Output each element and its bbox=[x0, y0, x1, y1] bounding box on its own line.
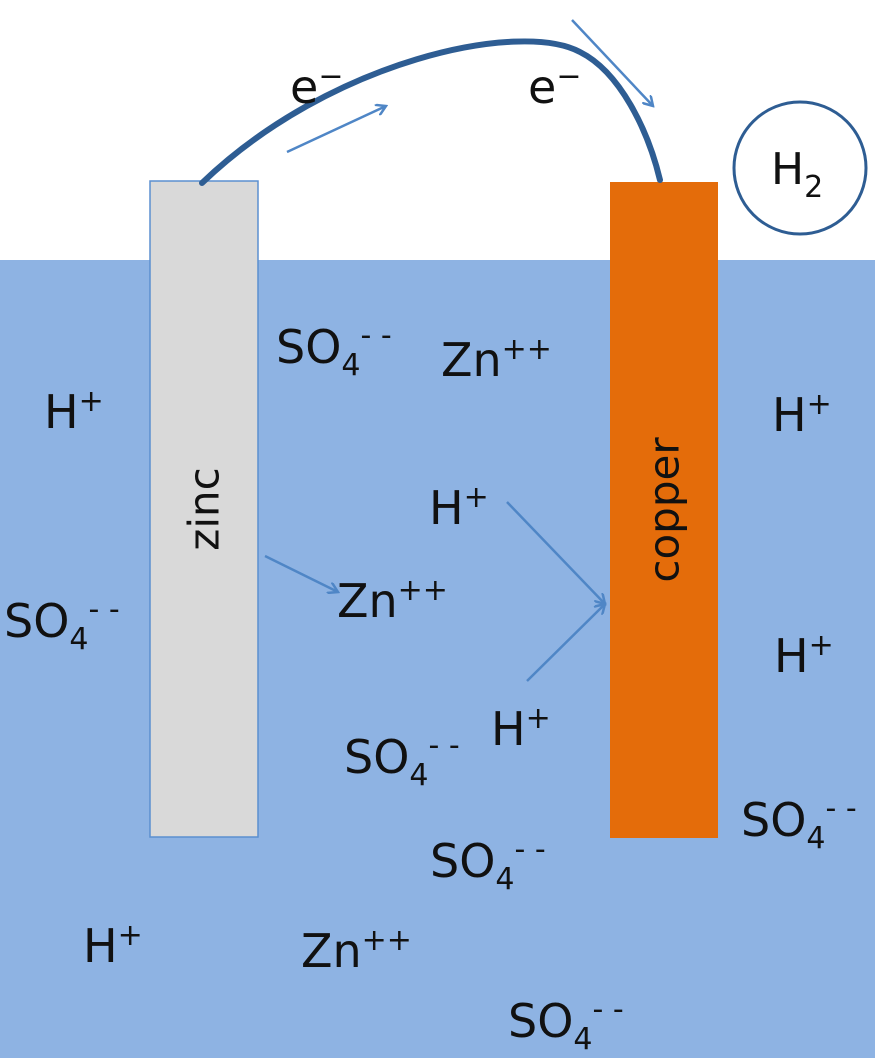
sulfate-ion: SO4- - bbox=[430, 832, 546, 897]
sulfate-ion: SO4- - bbox=[344, 728, 460, 793]
electron-flow-arrow-left bbox=[286, 106, 386, 154]
copper-electrode bbox=[610, 182, 718, 838]
electron-label: e− bbox=[290, 59, 343, 114]
zinc-label: zinc bbox=[180, 467, 229, 550]
electron-flow-arrow-right bbox=[571, 19, 653, 106]
zinc-electrode bbox=[149, 180, 259, 838]
hydrogen-gas-bubble bbox=[732, 100, 868, 236]
zinc-ion: Zn++ bbox=[441, 332, 552, 387]
hydrogen-ion: H+ bbox=[83, 918, 143, 973]
zinc-ion: Zn++ bbox=[337, 573, 448, 628]
electrolyte-solution bbox=[0, 260, 875, 1058]
hydrogen-ion: H+ bbox=[772, 387, 832, 442]
hydrogen-ion: H+ bbox=[491, 701, 551, 756]
copper-label: copper bbox=[640, 437, 689, 583]
external-wire bbox=[199, 38, 663, 186]
sulfate-ion: SO4- - bbox=[276, 318, 392, 383]
hydrogen-ion: H+ bbox=[774, 628, 834, 683]
electron-label: e− bbox=[528, 59, 581, 114]
sulfate-ion: SO4- - bbox=[4, 592, 120, 657]
hydrogen-ion-arrow-upper bbox=[506, 501, 605, 604]
sulfate-ion: SO4- - bbox=[741, 791, 857, 856]
hydrogen-ion-arrow-lower bbox=[526, 604, 605, 682]
zinc-ion: Zn++ bbox=[301, 923, 412, 978]
hydrogen-gas-label: H2 bbox=[771, 144, 823, 205]
zinc-ion-arrow bbox=[264, 554, 338, 592]
sulfate-ion: SO4- - bbox=[508, 992, 624, 1057]
hydrogen-ion: H+ bbox=[429, 480, 489, 535]
hydrogen-ion: H+ bbox=[44, 384, 104, 439]
